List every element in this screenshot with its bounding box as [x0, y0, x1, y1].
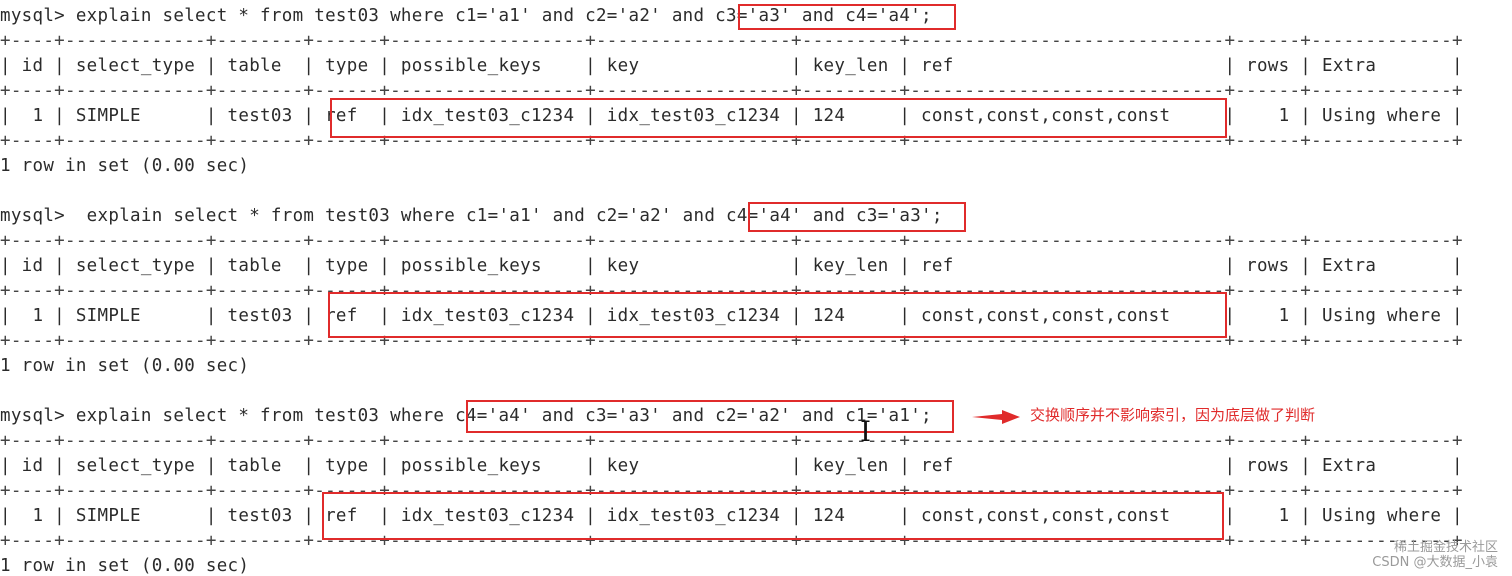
- red-arrow-icon: [972, 410, 1020, 424]
- table-border-bottom: +----+-------------+--------+------+----…: [0, 531, 1463, 551]
- table-border-mid: +----+-------------+--------+------+----…: [0, 281, 1463, 301]
- table-row: | 1 | SIMPLE | test03 | ref | idx_test03…: [0, 306, 1463, 326]
- table-header-row: | id | select_type | table | type | poss…: [0, 256, 1463, 276]
- table-row: | 1 | SIMPLE | test03 | ref | idx_test03…: [0, 506, 1463, 526]
- sql-command: mysql> explain select * from test03 wher…: [0, 206, 943, 226]
- table-border-top: +----+-------------+--------+------+----…: [0, 31, 1463, 51]
- table-border-mid: +----+-------------+--------+------+----…: [0, 81, 1463, 101]
- table-row: | 1 | SIMPLE | test03 | ref | idx_test03…: [0, 106, 1463, 126]
- highlight-result-box: [330, 98, 1227, 138]
- text-cursor-icon: I: [860, 415, 872, 448]
- result-summary: 1 row in set (0.00 sec): [0, 356, 250, 376]
- watermark: 稀土掘金技术社区 CSDN @大数据_小袁: [1372, 540, 1498, 570]
- highlight-result-box: [322, 492, 1224, 540]
- result-summary: 1 row in set (0.00 sec): [0, 556, 250, 576]
- result-summary: 1 row in set (0.00 sec): [0, 156, 250, 176]
- sql-command: mysql> explain select * from test03 wher…: [0, 406, 932, 426]
- sql-command: mysql> explain select * from test03 wher…: [0, 6, 932, 26]
- table-header-row: | id | select_type | table | type | poss…: [0, 56, 1463, 76]
- table-border-mid: +----+-------------+--------+------+----…: [0, 481, 1463, 501]
- annotation-note: 交换顺序并不影响索引，因为底层做了判断: [1030, 406, 1316, 424]
- highlight-condition-box: [466, 400, 954, 433]
- table-border-top: +----+-------------+--------+------+----…: [0, 431, 1463, 451]
- highlight-condition-box: [748, 202, 966, 232]
- highlight-result-box: [328, 292, 1227, 338]
- highlight-condition-box: [738, 4, 956, 30]
- table-border-top: +----+-------------+--------+------+----…: [0, 231, 1463, 251]
- table-header-row: | id | select_type | table | type | poss…: [0, 456, 1463, 476]
